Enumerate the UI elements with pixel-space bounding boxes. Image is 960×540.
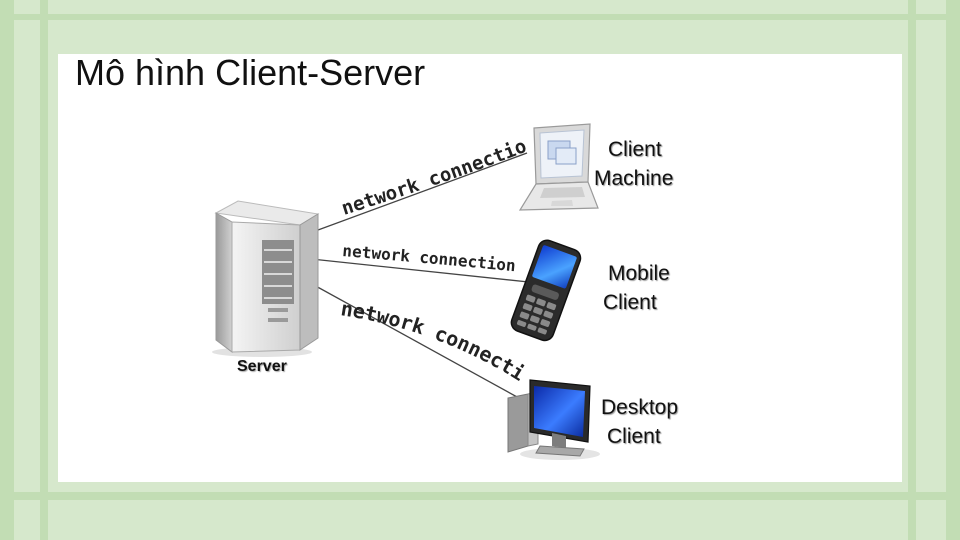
- slide-title: Mô hình Client-Server: [75, 52, 426, 93]
- server-tower-icon: [212, 200, 320, 357]
- client-machine-label-line2: Machine: [594, 167, 674, 190]
- server-label: Server: [237, 358, 287, 375]
- connection-label-mobile: network connection: [342, 241, 517, 275]
- mobile-phone-icon: [510, 239, 582, 342]
- connection-line-desktop: [282, 267, 529, 404]
- desktop-client-label-line2: Client: [607, 425, 661, 448]
- client-machine-label-line1: Client: [608, 138, 662, 161]
- frame-stripe-left: [0, 0, 14, 540]
- frame-stripe-bottom: [0, 492, 960, 500]
- frame-stripe-right: [946, 0, 960, 540]
- frame-stripe-left-inner: [40, 0, 48, 540]
- mobile-client-label: Mobile Client: [603, 259, 670, 317]
- desktop-monitor-icon: [507, 379, 600, 460]
- connection-line-laptop: [279, 152, 528, 245]
- connection-label-laptop: network connection: [0, 0, 530, 220]
- desktop-client-label-line1: Desktop: [601, 396, 679, 419]
- client-machine-label: Client Machine: [594, 135, 673, 193]
- mobile-client-label-line2: Client: [603, 291, 657, 314]
- frame-stripe-top: [0, 14, 960, 20]
- desktop-client-label: Desktop Client: [601, 393, 678, 451]
- frame-stripe-right-inner: [908, 0, 916, 540]
- connection-line-mobile: [282, 255, 539, 284]
- slide-content-area: [58, 54, 902, 482]
- laptop-icon: [518, 123, 599, 211]
- mobile-client-label-line1: Mobile: [608, 262, 670, 285]
